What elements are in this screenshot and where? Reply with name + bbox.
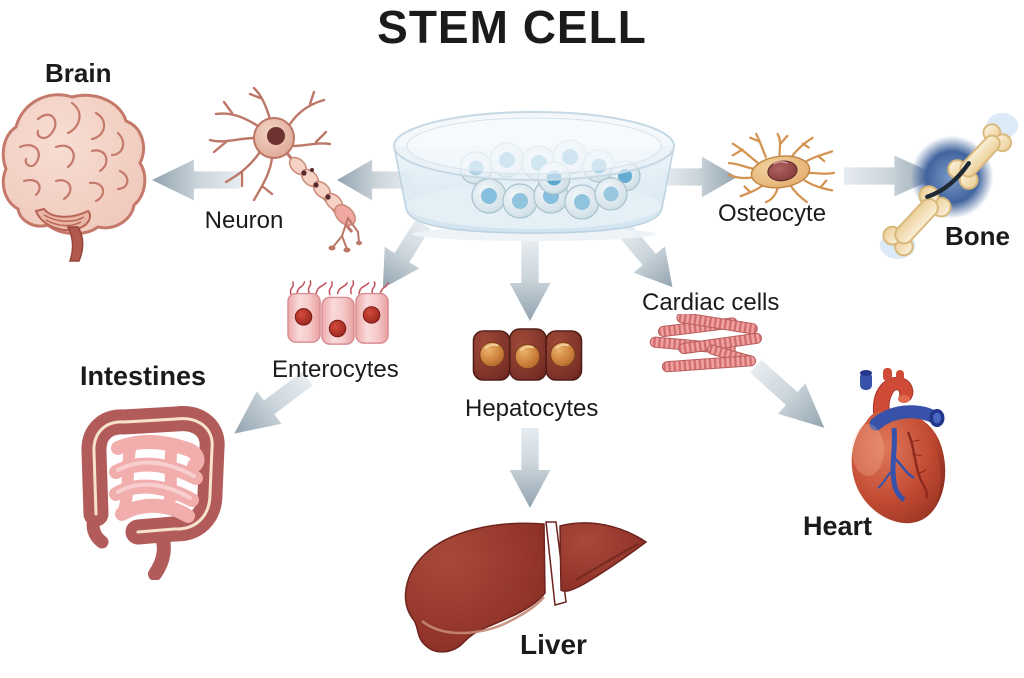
arrow-dish-to-osteocyte [663, 155, 737, 199]
intestines-illustration [60, 386, 238, 580]
hepatocytes-label: Hepatocytes [465, 395, 599, 422]
microvilli [289, 280, 389, 296]
cardiac-fibers [649, 314, 762, 373]
cardiac-cells-illustration [648, 314, 770, 380]
rectum [148, 526, 171, 580]
liver-label: Liver [520, 629, 587, 660]
upper-bone [947, 123, 1013, 190]
cardiac-cells-label: Cardiac cells [642, 289, 780, 316]
cerebellum [34, 207, 91, 232]
intestines-label: Intestines [80, 361, 207, 391]
arrow-dish-to-neuron [337, 158, 411, 202]
superior-vena-cava [860, 372, 872, 390]
ranvier-nodes [301, 168, 331, 200]
stem-cell-dish-illustration [388, 106, 680, 242]
arrow-dish-to-cardiac-cells [607, 215, 690, 302]
osteocyte-label: Osteocyte [718, 200, 827, 227]
large-intestine [81, 406, 225, 580]
liver-left-lobe [559, 522, 648, 592]
enterocytes-illustration [283, 279, 395, 347]
arrow-enterocytes-to-intestines [221, 361, 321, 452]
dish-rim [393, 111, 675, 181]
cardiac-veins [877, 427, 915, 502]
arrow-dish-to-enterocytes [364, 212, 442, 300]
dendrites [208, 86, 332, 202]
arrow-cardiac-cells-to-heart [741, 350, 839, 444]
arrow-neuron-to-brain [152, 158, 240, 202]
brain-illustration [0, 85, 152, 265]
coronary-arteries [906, 431, 929, 499]
bone-illustration [876, 100, 1024, 266]
enterocyte-cells [287, 292, 389, 345]
enterocytes-label: Enterocytes [272, 356, 399, 383]
liver-right-lobe [404, 522, 546, 653]
brainstem [66, 226, 84, 262]
neuron-illustration [202, 86, 362, 254]
nucleus [267, 127, 285, 145]
joint-line [925, 161, 971, 200]
bone-label: Bone [945, 221, 1010, 251]
liver-illustration [398, 518, 650, 662]
arrow-dish-to-hepatocytes [508, 241, 552, 321]
arrow-hepatocytes-to-liver [508, 428, 552, 508]
heart-label: Heart [803, 511, 873, 541]
axon-terminals [332, 217, 360, 250]
hepatocytes-illustration [470, 327, 584, 384]
heart-body [851, 411, 946, 524]
gyri-lines [18, 101, 129, 203]
page-title: STEM CELL [377, 1, 647, 53]
osteocyte-illustration [725, 132, 837, 204]
neuron-label: Neuron [204, 207, 284, 234]
heart-illustration [836, 366, 958, 542]
small-intestine [109, 435, 205, 523]
brain-label: Brain [45, 58, 112, 88]
cerebrum [1, 93, 147, 235]
